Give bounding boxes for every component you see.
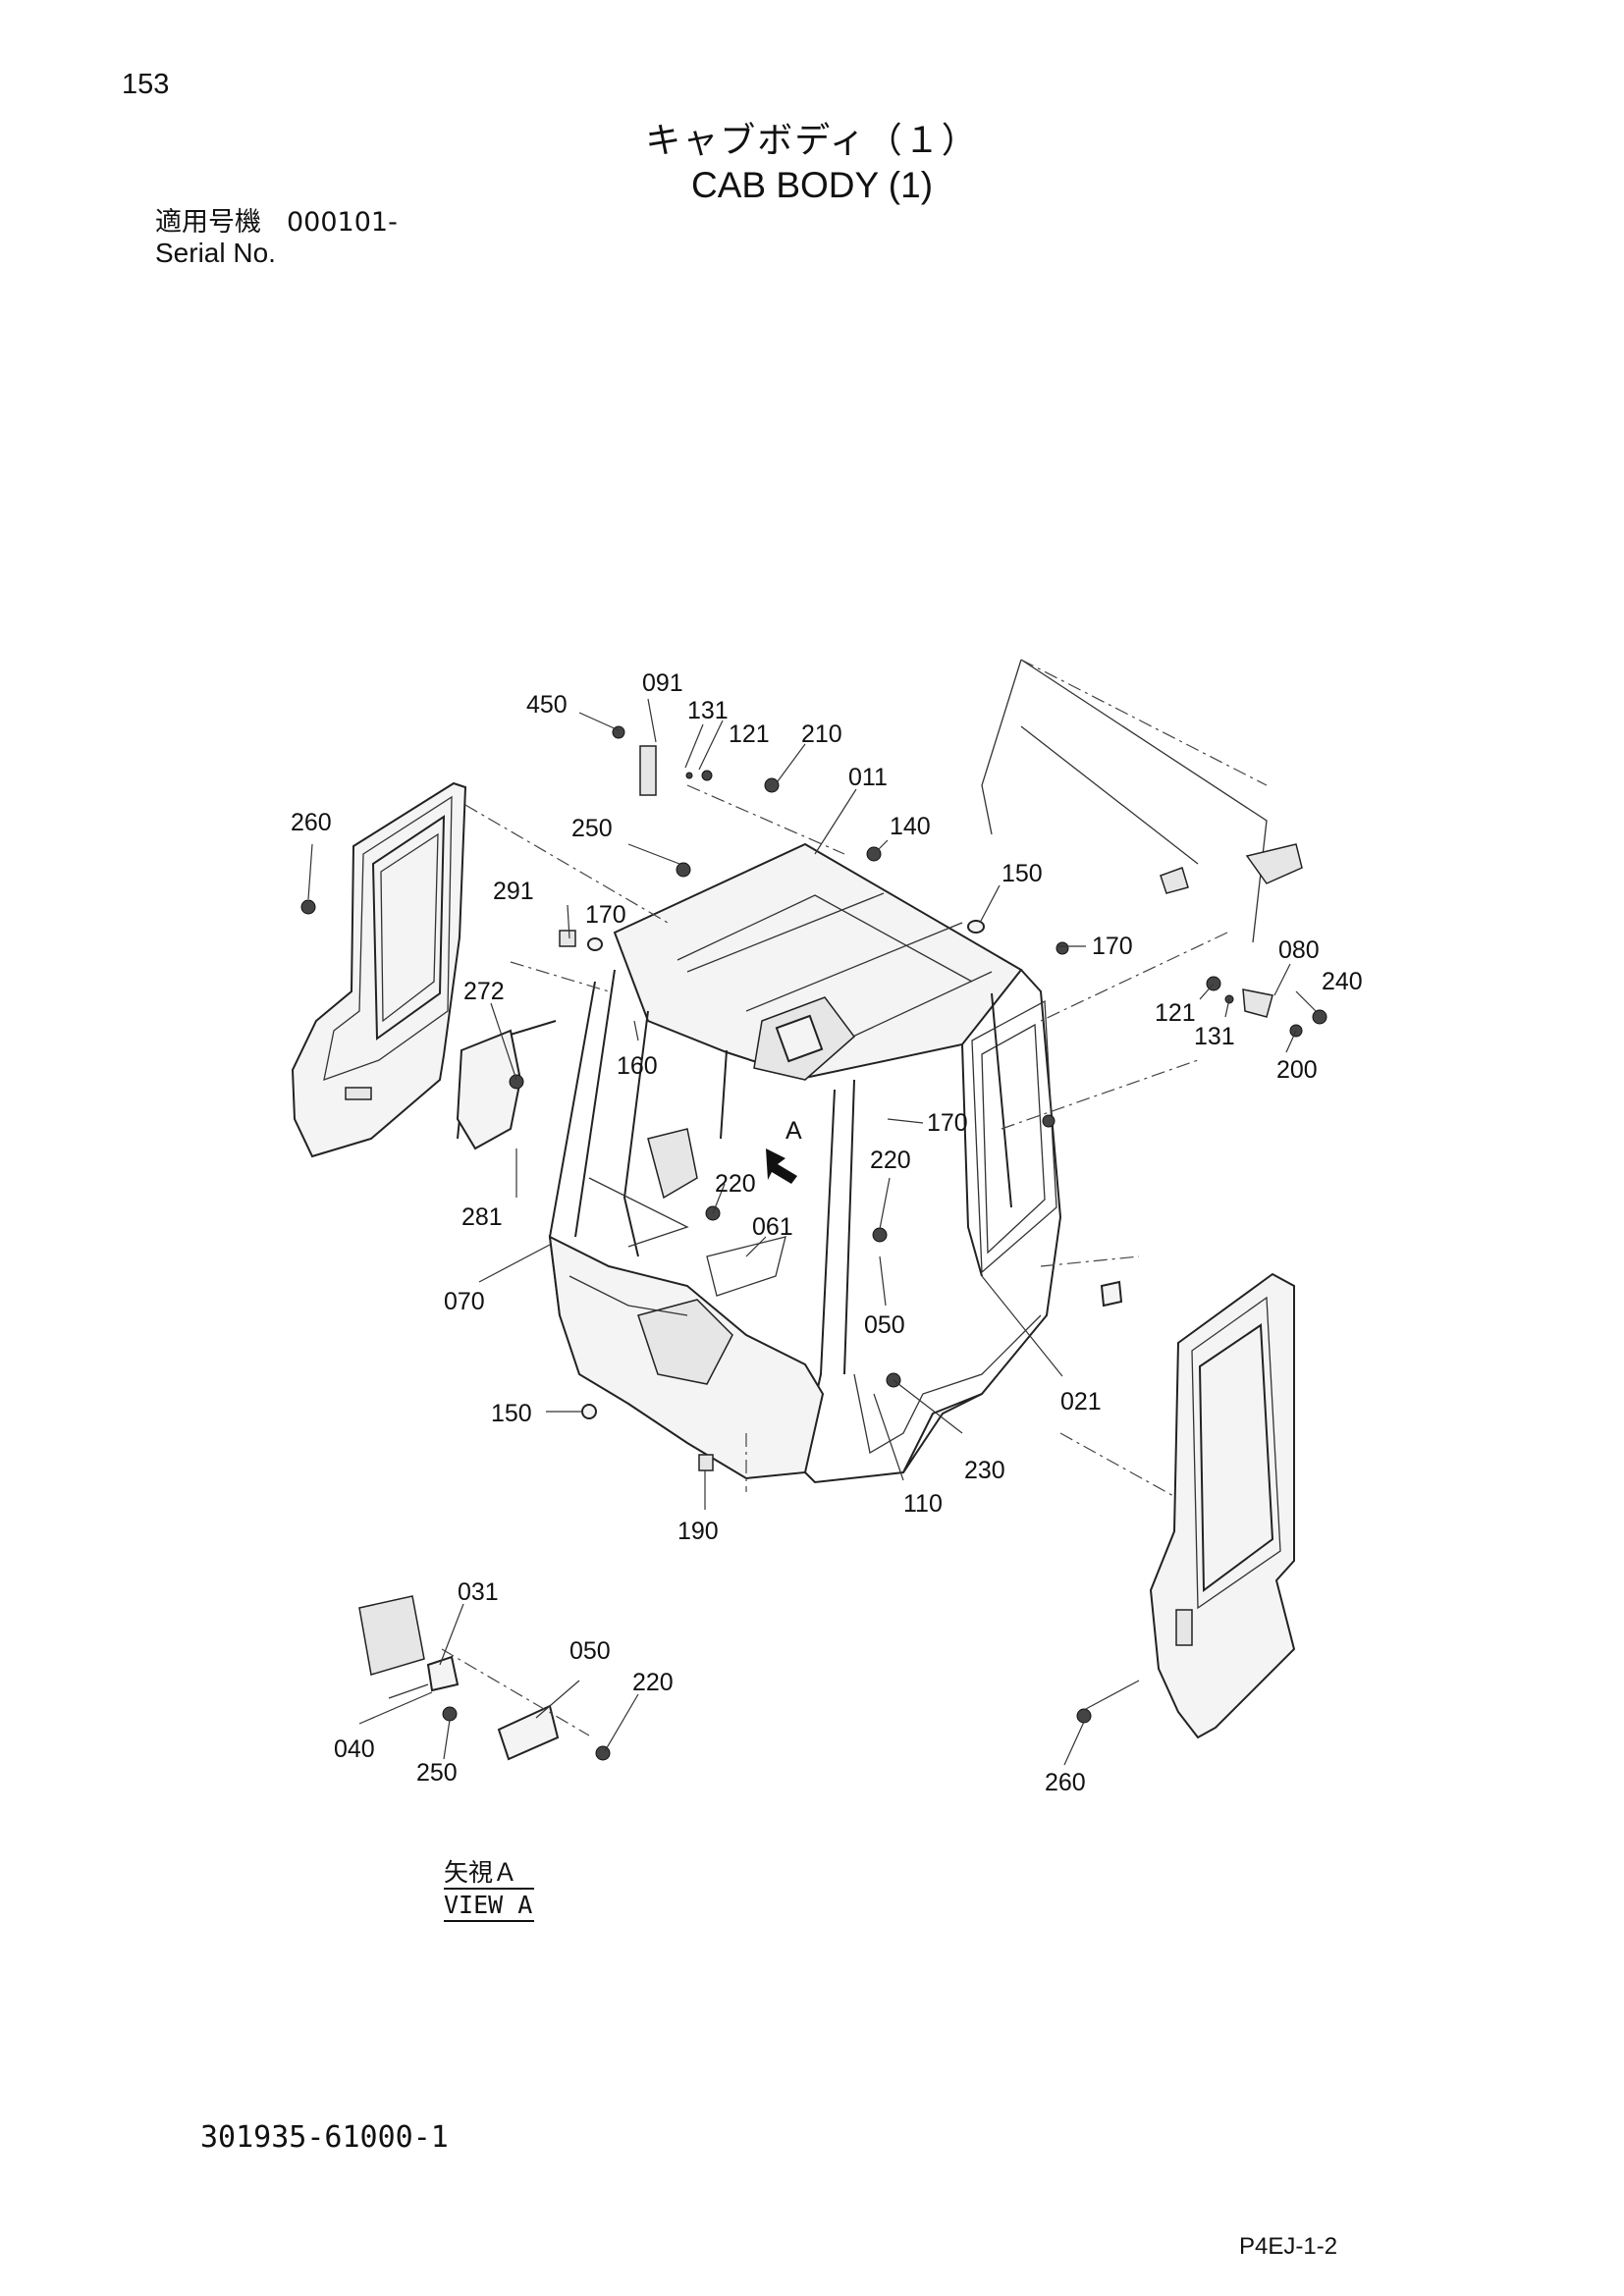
callout-220-a: 220 — [870, 1147, 911, 1174]
callout-040: 040 — [334, 1735, 375, 1763]
view-a-label: 矢視Ａ VIEW A — [444, 1857, 534, 1922]
callout-150-bottom: 150 — [491, 1400, 532, 1427]
callout-200: 200 — [1276, 1056, 1318, 1084]
callout-021: 021 — [1060, 1388, 1102, 1415]
callout-170-b: 170 — [1092, 933, 1133, 960]
page-title-english: CAB BODY (1) — [690, 165, 934, 205]
drawing-number: 301935-61000-1 — [200, 2120, 449, 2155]
callout-031: 031 — [458, 1578, 499, 1606]
roof-panel — [981, 659, 1303, 943]
view-a-detail — [358, 1595, 590, 1761]
callout-240: 240 — [1322, 968, 1363, 995]
callout-110: 110 — [903, 1490, 943, 1518]
callout-281: 281 — [461, 1203, 503, 1231]
callout-arrow-a: A — [785, 1117, 802, 1145]
view-a-label-japanese: 矢視Ａ — [444, 1857, 534, 1890]
page-code: P4EJ-1-2 — [1239, 2233, 1338, 2260]
serial-label-english: Serial No. — [155, 238, 276, 268]
callout-190: 190 — [677, 1518, 719, 1545]
page-title-japanese: キャブボディ（１） — [645, 121, 979, 161]
callout-450: 450 — [526, 691, 568, 719]
serial-row-japanese: 適用号機 000101- — [155, 200, 398, 239]
callout-210: 210 — [801, 721, 842, 748]
callout-121: 121 — [729, 721, 770, 748]
callout-080: 080 — [1278, 936, 1320, 964]
callout-011: 011 — [848, 764, 888, 791]
callout-140: 140 — [890, 813, 931, 840]
cab-body-frame — [456, 784, 1238, 1532]
callout-131-right: 131 — [1194, 1023, 1235, 1050]
callout-170-c: 170 — [927, 1109, 968, 1137]
callout-070: 070 — [444, 1288, 485, 1315]
callout-170-a: 170 — [585, 901, 626, 929]
serial-value: 000101- — [287, 207, 398, 238]
serial-label-japanese: 適用号機 — [155, 207, 261, 238]
callout-220-view: 220 — [632, 1669, 674, 1696]
callout-091: 091 — [642, 669, 683, 697]
callout-220-b: 220 — [715, 1170, 756, 1198]
leader-lines — [307, 698, 1317, 1766]
callout-250: 250 — [571, 815, 613, 842]
callout-121-right: 121 — [1155, 999, 1196, 1027]
callout-050: 050 — [864, 1311, 905, 1339]
left-door — [291, 781, 467, 1158]
callout-061: 061 — [752, 1213, 793, 1241]
right-door — [1149, 1272, 1296, 1739]
view-a-label-english: VIEW A — [444, 1890, 534, 1922]
callout-160: 160 — [617, 1052, 658, 1080]
callout-131: 131 — [687, 697, 729, 724]
page-number: 153 — [122, 69, 170, 100]
callout-250-view: 250 — [416, 1759, 458, 1787]
callout-230: 230 — [964, 1457, 1005, 1484]
callout-150-top: 150 — [1001, 860, 1043, 887]
callout-050-view: 050 — [569, 1637, 611, 1665]
callout-291: 291 — [493, 878, 534, 905]
callout-260-left: 260 — [291, 809, 332, 836]
callout-272: 272 — [463, 978, 505, 1005]
callout-260-right: 260 — [1045, 1769, 1086, 1796]
callout-labels: 450 091 131 121 210 011 260 250 140 150 … — [291, 669, 1363, 1796]
